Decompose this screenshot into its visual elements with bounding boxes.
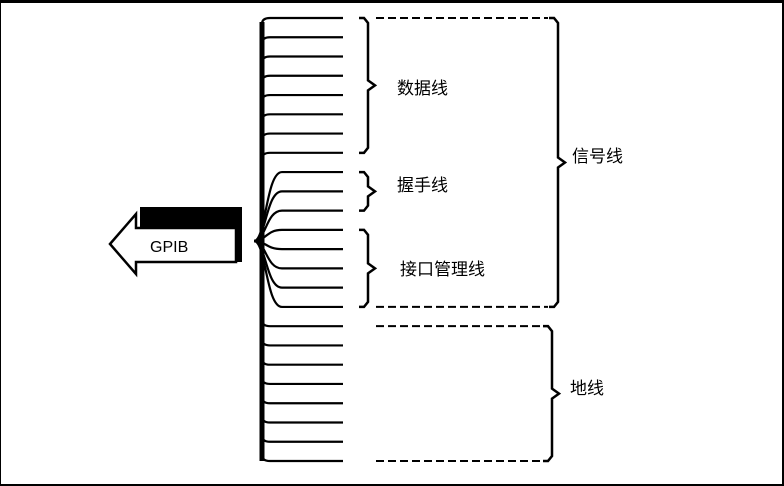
wire-bundle bbox=[253, 16, 343, 463]
brace-ground bbox=[376, 324, 562, 463]
group-braces bbox=[359, 16, 568, 463]
group-labels: 数据线 握手线 接口管理线 信号线 地线 bbox=[397, 79, 623, 399]
brace-interface bbox=[359, 228, 378, 309]
wire-line bbox=[260, 55, 343, 63]
brace-signal bbox=[376, 16, 568, 309]
wire-line bbox=[260, 132, 343, 140]
wire-line bbox=[260, 74, 343, 82]
group-label-handshake: 握手线 bbox=[397, 176, 448, 196]
wire-line bbox=[260, 454, 343, 463]
wire-line bbox=[260, 93, 343, 102]
group-label-data: 数据线 bbox=[397, 79, 448, 99]
wire-line bbox=[260, 151, 343, 159]
gpib-connector-arrow: GPIB bbox=[108, 207, 242, 278]
wire-line bbox=[260, 397, 343, 405]
wire-line bbox=[260, 358, 343, 366]
wire-line bbox=[260, 377, 343, 386]
wire-line bbox=[260, 435, 343, 443]
brace-path bbox=[549, 16, 568, 309]
gpib-label: GPIB bbox=[150, 239, 188, 256]
brace-path bbox=[359, 16, 378, 155]
wire-line bbox=[260, 339, 343, 347]
brace-path bbox=[359, 228, 378, 309]
wire-line bbox=[253, 228, 343, 243]
super-group-label-ground: 地线 bbox=[570, 379, 604, 399]
wire-line bbox=[260, 320, 343, 328]
wire-line bbox=[260, 416, 343, 424]
wire-line bbox=[260, 36, 343, 44]
wire-line bbox=[260, 113, 343, 121]
wire-line bbox=[260, 16, 343, 25]
brace-data bbox=[359, 16, 378, 155]
left-arrow-icon bbox=[108, 210, 238, 278]
brace-path bbox=[359, 170, 378, 212]
brace-path bbox=[543, 324, 562, 463]
group-label-interface: 接口管理线 bbox=[400, 260, 485, 280]
super-group-label-signal: 信号线 bbox=[572, 147, 623, 167]
wire-line bbox=[253, 239, 343, 251]
brace-handshake bbox=[359, 170, 378, 212]
wire-line bbox=[253, 239, 343, 309]
